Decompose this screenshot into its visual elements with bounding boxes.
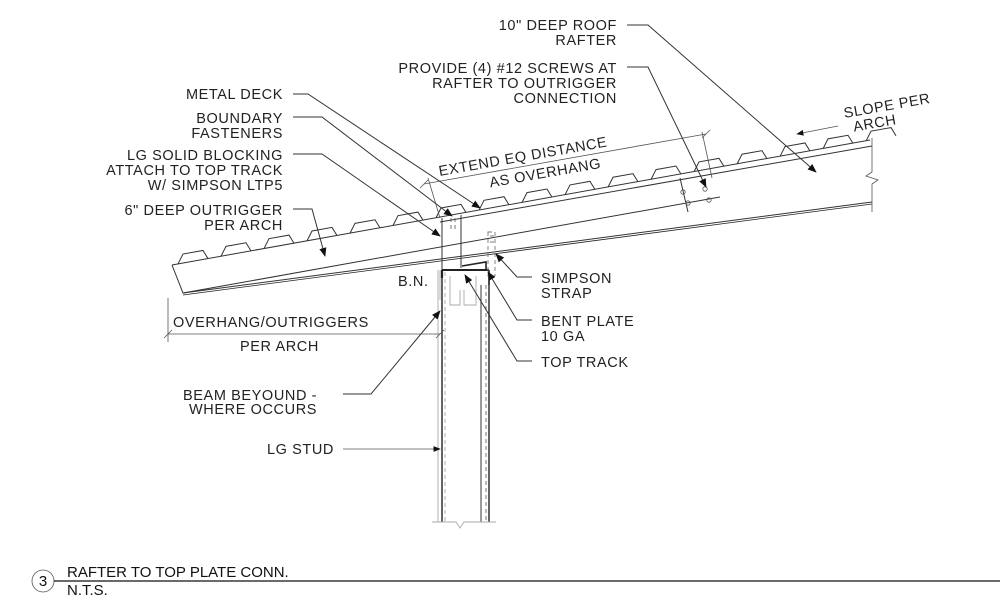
label-extend: EXTEND EQ DISTANCE AS OVERHANG [438,135,609,192]
beam-beyond [439,270,477,306]
simpson-strap [487,231,496,277]
label-line: PER ARCH [240,339,319,355]
label-top-track: TOP TRACK [541,355,629,371]
extend-dimension [419,129,713,219]
deck-rib [177,249,209,265]
label-line: W/ SIMPSON LTP5 [148,178,283,194]
label-bn: B.N. [398,274,429,290]
label-simpson-strap: SIMPSON STRAP [541,271,612,302]
label-line: 10 GA [541,329,585,345]
label-line: BEAM BEYOUND - [183,388,317,404]
leader-lines [293,24,839,452]
deck-rib [220,242,252,257]
label-line: METAL DECK [186,87,283,103]
label-line: 10" DEEP ROOF [499,18,617,34]
label-line: SIMPSON [541,271,612,287]
deck-rib [564,180,596,196]
bent-plate [461,261,487,270]
label-line: CONNECTION [514,91,617,107]
deck-rib [865,127,897,142]
label-roof-rafter: 10" DEEP ROOF RAFTER [499,18,617,49]
label-line: RAFTER [555,33,617,49]
label-beam-beyond: BEAM BEYOUND - WHERE OCCURS [183,388,317,418]
label-line: WHERE OCCURS [189,402,317,418]
label-overhang: OVERHANG/OUTRIGGERS PER ARCH [173,315,369,355]
detail-number: 3 [39,573,47,590]
deck-rib [779,142,811,157]
label-line: BOUNDARY [196,111,283,127]
detail-scale: N.T.S. [67,582,108,599]
lg-solid-blocking [441,215,462,270]
label-line: ATTACH TO TOP TRACK [106,163,283,179]
label-line: PROVIDE (4) #12 SCREWS AT [398,61,617,77]
label-outrigger: 6" DEEP OUTRIGGER PER ARCH [125,203,284,234]
deck-rib [478,196,510,211]
lg-stud [432,270,496,529]
label-bent-plate: BENT PLATE 10 GA [541,314,634,345]
deck-rib [306,226,338,242]
label-boundary-fasteners: BOUNDARY FASTENERS [191,111,283,142]
deck-rib [521,188,553,203]
label-screws: PROVIDE (4) #12 SCREWS AT RAFTER TO OUTR… [398,61,617,107]
deck-rib [263,234,295,249]
label-line: LG SOLID BLOCKING [127,148,283,164]
label-line: ARCH [852,112,898,135]
deck-rib [822,134,854,149]
deck-rib [349,219,381,234]
label-line: TOP TRACK [541,355,629,371]
label-line: 6" DEEP OUTRIGGER [125,203,284,219]
label-slope: SLOPE PER ARCH [843,91,932,136]
deck-rib [650,165,682,180]
label-solid-blocking: LG SOLID BLOCKING ATTACH TO TOP TRACK W/… [106,148,283,194]
label-line: FASTENERS [191,126,283,142]
label-lg-stud: LG STUD [267,442,334,458]
deck-rib [736,150,768,165]
top-track [440,269,490,285]
overhang-dimension [163,298,445,342]
roof-rafter [182,138,879,296]
label-metal-deck: METAL DECK [186,87,283,103]
detail-title: RAFTER TO TOP PLATE CONN. [67,564,289,581]
title-block: 3 RAFTER TO TOP PLATE CONN. N.T.S. [31,564,1000,599]
deck-rib [607,173,639,188]
label-line: PER ARCH [204,218,283,234]
label-line: LG STUD [267,442,334,458]
label-line: RAFTER TO OUTRIGGER [432,76,617,92]
label-line: BENT PLATE [541,314,634,330]
label-line: STRAP [541,286,592,302]
label-line: OVERHANG/OUTRIGGERS [173,315,369,331]
